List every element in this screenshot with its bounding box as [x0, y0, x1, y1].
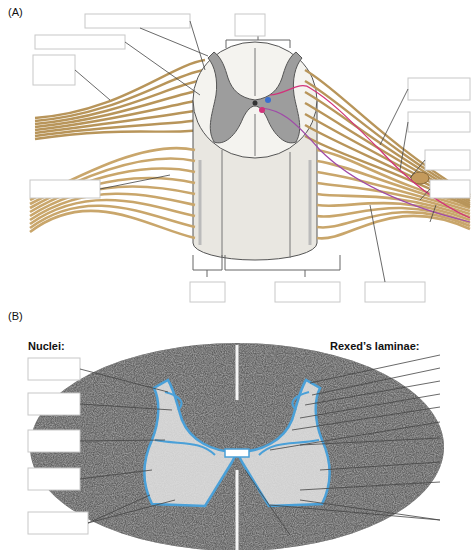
blank-label-box	[33, 55, 75, 85]
central-canal	[253, 101, 258, 106]
leader-line	[80, 470, 152, 479]
leader-line	[300, 438, 440, 445]
dorsal-rootlet	[305, 103, 470, 201]
blank-label-box	[275, 282, 340, 302]
leader-line	[380, 89, 408, 145]
dorsal-rootlet	[305, 136, 470, 207]
leader-line	[88, 500, 175, 523]
white-matter	[28, 340, 448, 550]
leader-line	[410, 160, 425, 178]
blank-label-box	[430, 180, 470, 198]
ventral-rootlet	[317, 216, 470, 238]
dorsal-rootlet	[305, 92, 470, 199]
neuron-body	[265, 97, 271, 103]
cord-top-face	[193, 42, 317, 158]
neuron-path	[270, 86, 470, 218]
dorsal-rootlet	[305, 70, 470, 195]
leader-line	[80, 404, 172, 410]
panel-letter: (B)	[8, 310, 23, 322]
bracket	[225, 255, 340, 277]
leader-line	[140, 28, 208, 56]
leader-line	[100, 175, 170, 189]
median-fissure-b	[236, 345, 239, 550]
cord-shading	[200, 160, 310, 245]
gray-matter-b	[145, 380, 330, 506]
blank-label-box	[425, 150, 470, 170]
leader-line	[400, 122, 408, 170]
leader-line	[430, 205, 436, 222]
white-matter-texture	[28, 340, 448, 550]
blank-label-box	[408, 78, 470, 100]
leader-line	[270, 422, 440, 450]
bracket	[193, 255, 222, 277]
leader-line	[370, 205, 385, 282]
lamina-boundary	[155, 392, 319, 455]
dorsal-rootlet	[35, 100, 201, 130]
dorsal-rootlet	[305, 125, 470, 205]
leader-line	[125, 42, 200, 95]
neuron-path	[262, 108, 470, 222]
leader-line	[245, 470, 290, 535]
leader-line	[75, 70, 110, 100]
leader-line	[190, 21, 205, 70]
leader-lines	[75, 21, 440, 535]
blank-label-box	[28, 468, 80, 490]
ventral-rootlet	[30, 211, 195, 238]
section-heading: Nuclei:	[28, 340, 65, 352]
blank-label-box	[235, 14, 265, 36]
leader-line	[300, 500, 440, 520]
blank-label-box	[35, 35, 125, 49]
leader-line	[300, 482, 440, 490]
neuron-body	[259, 107, 265, 113]
leader-line	[80, 440, 165, 441]
leader-line	[270, 505, 440, 520]
leader-line	[420, 189, 430, 200]
blank-label-box	[28, 393, 80, 415]
blank-label-box	[28, 512, 88, 534]
leader-line	[310, 355, 440, 383]
commissure	[225, 449, 249, 457]
leader-line	[292, 407, 440, 430]
leader-line	[300, 394, 440, 418]
gray-matter-a	[208, 52, 302, 143]
blank-label-box	[28, 358, 80, 380]
blank-label-box	[30, 180, 100, 198]
leader-line	[312, 368, 440, 395]
leader-line	[305, 381, 440, 405]
panel-letter: (A)	[8, 6, 23, 18]
blank-label-box	[85, 14, 190, 28]
nerve-roots-front	[30, 70, 470, 238]
blank-label-box	[28, 430, 80, 452]
leader-line	[80, 369, 168, 392]
dorsal-rootlet	[35, 130, 198, 139]
section-heading: Rexed’s laminae:	[330, 340, 419, 352]
dorsal-rootlet	[35, 120, 199, 136]
blank-label-box	[408, 112, 470, 132]
blank-label-box	[365, 282, 425, 302]
blank-label-box	[190, 282, 225, 302]
column-lines	[222, 150, 290, 258]
blank-label-boxes	[28, 14, 470, 534]
leader-line	[320, 462, 440, 470]
histology-section	[28, 340, 448, 550]
